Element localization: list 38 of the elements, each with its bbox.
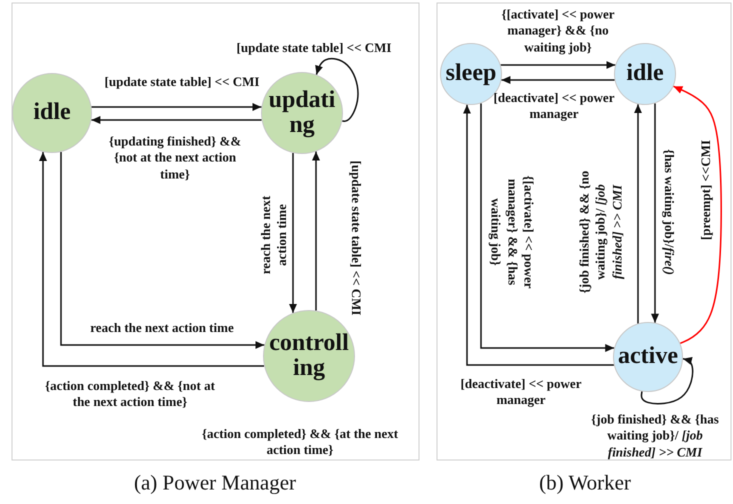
transition-arrow xyxy=(315,58,359,122)
transition-arrow xyxy=(463,104,614,366)
state-name: sleep xyxy=(444,61,498,87)
state-name: idle xyxy=(32,100,72,126)
transition-label: [update state table] << CMI xyxy=(104,74,260,90)
state-name: controlling xyxy=(269,330,349,382)
transition-label: [preempt] <<CMI xyxy=(698,138,714,242)
transition-arrow xyxy=(651,103,659,323)
state-name: active xyxy=(617,344,679,370)
panel-caption: (a) Power Manager xyxy=(134,470,296,496)
transition-label: reach the next action time xyxy=(258,194,290,276)
transition-arrow xyxy=(501,76,615,84)
transition-note: {action completed} && {at the next action time} xyxy=(200,426,400,458)
transition-arrow xyxy=(289,153,297,313)
transition-label: [deactivate] << power manager xyxy=(492,90,616,122)
transition-label: {job finished} && {has waiting job}/ [job finished] >> CMI xyxy=(590,412,720,460)
transition-arrow xyxy=(640,357,694,404)
transition-arrow xyxy=(60,152,264,349)
transition-arrow xyxy=(634,104,642,324)
transition-arrow xyxy=(92,103,262,111)
transition-arrow xyxy=(39,152,264,367)
state-name: updating xyxy=(268,88,336,138)
transition-arrow xyxy=(480,103,614,352)
transition-label: {has waiting job}/fire() xyxy=(661,148,678,277)
transition-label: [update state table] << CMI xyxy=(348,160,364,318)
transition-label: {updating finished} && {not at the next action time} xyxy=(108,134,242,182)
transition-label: {[activate] << power manager} && {no waiting job} xyxy=(500,6,616,56)
transition-arrow xyxy=(91,116,262,124)
panel-caption: (b) Worker xyxy=(539,470,631,496)
transition-arrow xyxy=(673,86,722,344)
transition-label: {[activate] << power manager} && {has waiting job} xyxy=(488,174,536,291)
state-name: idle xyxy=(625,61,665,87)
transition-arrow xyxy=(312,152,320,311)
transition-label: [deactivate] << power manager xyxy=(460,376,582,408)
transition-label: [update state table] << CMI xyxy=(236,40,392,56)
transition-label: reach the next action time xyxy=(89,320,235,336)
transition-arrow xyxy=(500,61,616,69)
transition-label: {action completed} && {not at the next action time} xyxy=(44,378,216,410)
